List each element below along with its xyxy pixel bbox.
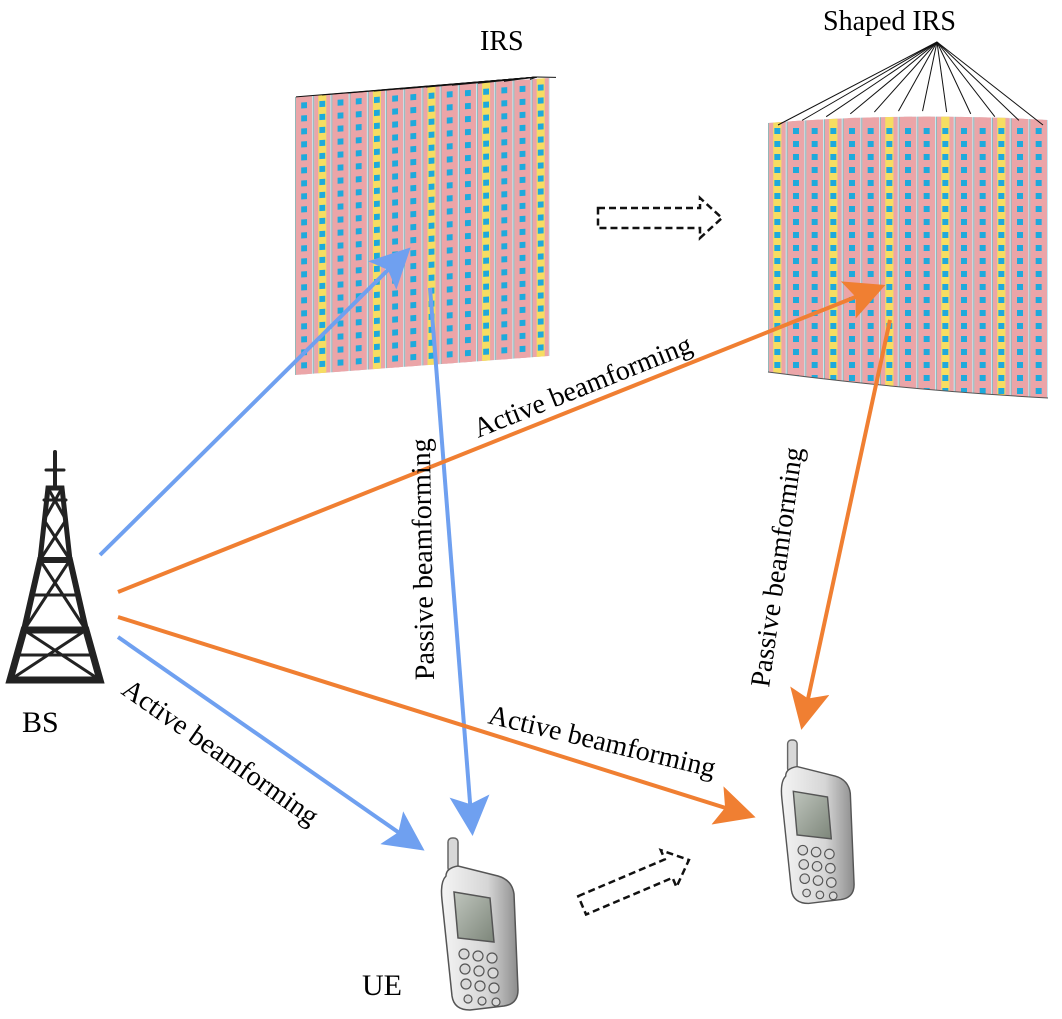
- mobile-phone-icon: [781, 740, 854, 903]
- dashed-arrow-icon: [598, 198, 722, 238]
- shaped-irs-panel: [768, 42, 1048, 400]
- irs-label: IRS: [480, 26, 524, 57]
- shaped-irs-control-wires: [778, 42, 1043, 125]
- link-bs-to-ue: [118, 637, 418, 846]
- bs-label: BS: [22, 706, 59, 739]
- mobile-phone-icon: [442, 838, 519, 1010]
- link-bs-to-irs: [100, 253, 405, 555]
- passive-beamforming-shaped-irs-ue-label: Passive beamforming: [745, 445, 809, 689]
- ue-label: UE: [362, 969, 402, 1002]
- lattice-tower-icon: [10, 452, 100, 680]
- shaped-irs-label: Shaped IRS: [823, 6, 956, 37]
- active-beamforming-bs-ue-label: Active beamforming: [116, 673, 324, 832]
- dashed-arrow-icon: [574, 842, 696, 924]
- passive-beamforming-irs-ue-label: Passive beamforming: [406, 438, 441, 680]
- irs-panel: [295, 77, 556, 375]
